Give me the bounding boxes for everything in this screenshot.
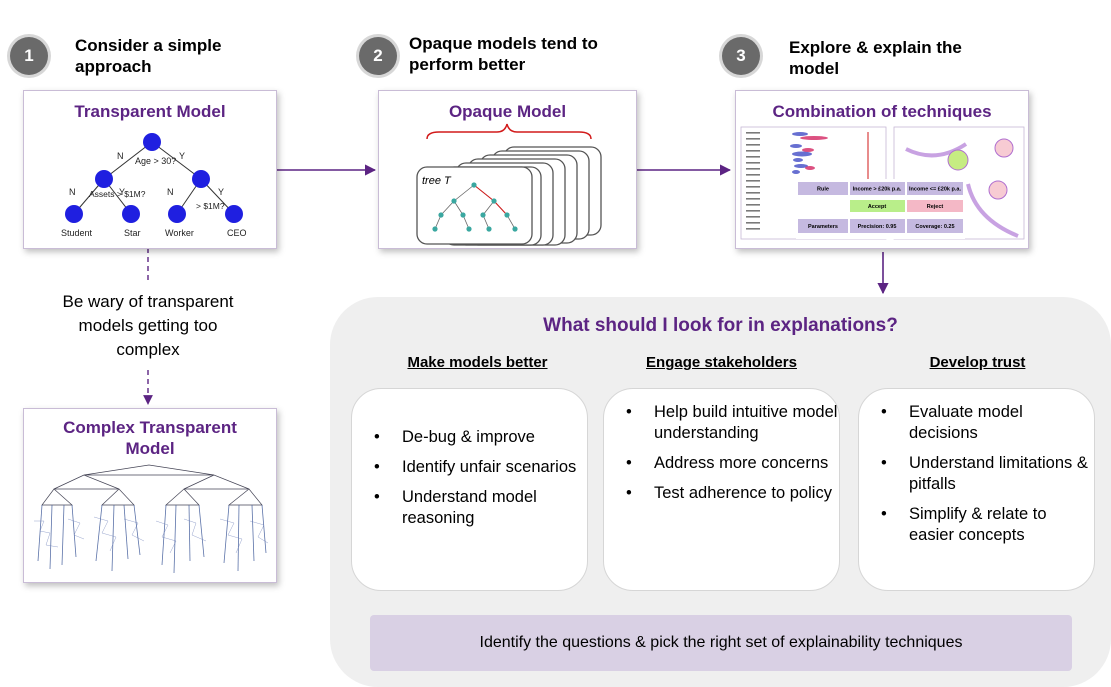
opaque-model-card: Opaque Model tree T [378,90,637,249]
combination-title: Combination of techniques [772,102,992,121]
tree-yes-label-3: Y [218,187,224,197]
step-3-badge: 3 [722,37,760,75]
parameters-label: Parameters [808,224,838,230]
rule-label: Rule [817,187,829,193]
techniques-collage: Rule Income > £20k p.a. Income <= £20k p… [740,126,1025,240]
combination-card: Combination of techniques Rule [735,90,1029,249]
list-item: Understand model reasoning [352,487,587,529]
step-2-title: Opaque models tend to perform better [409,34,598,74]
tree-ensemble-diagram: tree T [416,123,602,246]
column-heading-models: Make models better [407,354,548,371]
tree-no-label-2: N [69,187,76,197]
precision-label: Precision: 0.95 [858,224,897,230]
step-1-title: Consider a simple approach [75,36,222,76]
tree-left-question: Assets > $1M? [89,189,146,199]
reject-label: Reject [927,204,944,210]
tree-no-label-3: N [167,187,174,197]
tree-leaf-star: Star [124,228,141,238]
tree-t-label: tree T [422,175,452,187]
step-2-badge: 2 [359,37,397,75]
transparent-model-card: Transparent Model N Y Age > 30? N Y N Y … [23,90,277,249]
tree-leaf-ceo: CEO [227,228,247,238]
complex-model-title: Complex Transparent Model [63,418,237,458]
tree-no-label-1: N [117,151,124,161]
complex-model-card: Complex Transparent Model [23,408,277,583]
list-item: Help build intuitive model understanding [604,402,839,444]
list-item: Address more concerns [604,453,839,474]
column-card-trust: Evaluate model decisions Understand limi… [858,388,1095,591]
tree-yes-label-1: Y [179,151,185,161]
list-item: Test adherence to policy [604,483,839,504]
tree-yes-label-2: Y [119,187,125,197]
step-3-title: Explore & explain the model [789,38,962,78]
decision-tree-diagram: N Y Age > 30? N Y N Y Assets > $1M? > $1… [61,133,247,238]
income-low-label: Income <= £20k p.a. [909,187,961,193]
tree-leaf-worker: Worker [165,228,194,238]
explainability-banner: Identify the questions & pick the right … [370,615,1072,671]
tree-leaf-student: Student [61,228,93,238]
explanations-panel: What should I look for in explanations? … [330,297,1111,687]
list-item: De-bug & improve [352,427,587,448]
column-card-models: De-bug & improve Identify unfair scenari… [351,388,588,591]
income-high-label: Income > £20k p.a. [853,187,902,193]
column-card-stakeholders: Help build intuitive model understanding… [603,388,840,591]
opaque-model-title: Opaque Model [448,102,567,121]
column-heading-stakeholders: Engage stakeholders [646,354,797,371]
column-heading-trust: Develop trust [929,354,1026,371]
tree-root-question: Age > 30? [135,156,176,166]
accept-label: Accept [868,204,887,210]
transparent-model-title: Transparent Model [74,102,226,121]
list-item: Identify unfair scenarios [352,457,587,478]
list-item: Understand limitations & pitfalls [859,453,1094,495]
tree-right-question: > $1M? [196,201,225,211]
list-item: Simplify & relate to easier concepts [859,504,1094,546]
panel-title: What should I look for in explanations? [543,315,898,336]
coverage-label: Coverage: 0.25 [915,224,954,230]
complex-tree-diagram [34,464,269,574]
step-1-badge: 1 [10,37,48,75]
wary-note: Be wary of transparent models getting to… [62,292,234,359]
list-item: Evaluate model decisions [859,402,1094,444]
